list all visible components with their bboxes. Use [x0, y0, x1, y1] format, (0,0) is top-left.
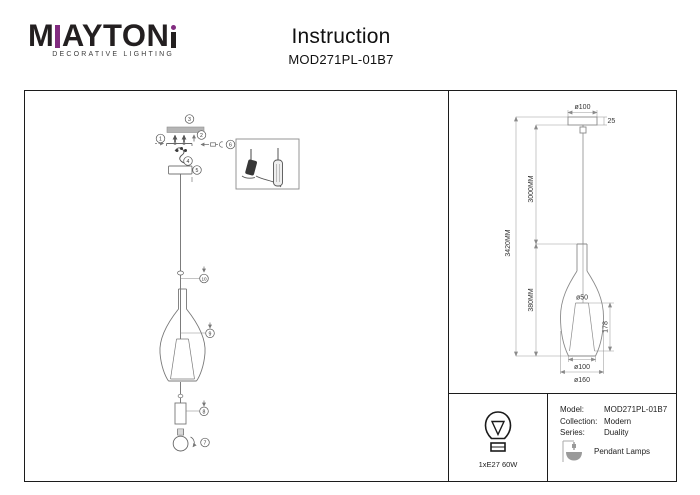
callout-3: 3	[184, 114, 195, 124]
bulb-spec: 1xE27 60W	[478, 459, 518, 469]
mounting-screws	[172, 134, 187, 142]
svg-text:3: 3	[188, 117, 191, 123]
fixture-outline	[560, 116, 604, 357]
svg-text:8: 8	[203, 409, 206, 415]
callout-4: 4	[183, 156, 193, 166]
callout-6: 6	[225, 139, 236, 150]
pendant-lamp-icon	[562, 440, 582, 462]
callout-8: 8	[199, 406, 209, 416]
inset-detail-box	[235, 138, 300, 190]
dim-canopy-diameter: ø100	[575, 104, 591, 111]
dimension-labels: ø100 25 3420MM 3000MM 380MM ø50 178 ø100…	[505, 104, 615, 384]
callout-9: 9	[205, 328, 215, 338]
cable-lock-screw	[200, 141, 223, 148]
dimension-panel: ø100 25 3420MM 3000MM 380MM ø50 178 ø100…	[448, 90, 677, 482]
screwdriver-icon	[273, 148, 283, 187]
dim-cord-length: 3000MM	[528, 175, 535, 202]
svg-text:10: 10	[201, 276, 207, 281]
svg-text:6: 6	[229, 143, 232, 149]
ceiling-plate	[166, 126, 205, 133]
svg-text:4: 4	[187, 159, 190, 165]
glass-shade	[159, 288, 206, 382]
logo-i-stem	[171, 32, 177, 48]
logo-i-dot	[171, 25, 177, 30]
dimension-drawing: ø100 25 3420MM 3000MM 380MM ø50 178 ø100…	[505, 104, 615, 384]
cord-stop	[177, 393, 184, 399]
callout-2: 2	[196, 130, 207, 140]
bulb-icon	[484, 410, 512, 452]
dim-shade-height: 380MM	[528, 288, 535, 312]
assembly-panel: 1 2 3 4 5 6 7 8 9 10	[24, 90, 449, 482]
series-label: Series:	[560, 428, 585, 437]
socket	[174, 400, 206, 425]
svg-text:9: 9	[209, 331, 212, 337]
callout-10: 10	[199, 273, 209, 284]
page-title: Instruction	[291, 25, 391, 48]
model-number: MOD271PL-01B7	[288, 52, 394, 67]
series-value: Duality	[604, 428, 629, 437]
callout-7: 7	[200, 437, 210, 448]
cord-adjuster	[177, 266, 206, 279]
dim-inner-height: 178	[603, 321, 610, 333]
collection-value: Modern	[604, 416, 632, 426]
callout-1: 1	[155, 133, 166, 144]
model-value: MOD271PL-01B7	[604, 405, 668, 414]
bulb-cell: 1xE27 60W	[449, 394, 548, 481]
svg-text:2: 2	[200, 133, 203, 139]
svg-text:7: 7	[204, 441, 207, 447]
dim-max-diameter: ø160	[574, 377, 590, 384]
mounting-bracket	[166, 142, 193, 146]
info-cell: Model: MOD271PL-01B7 Collection: Modern …	[548, 394, 676, 481]
rotate-arrow	[190, 436, 197, 448]
shade-leader	[180, 322, 212, 334]
logo-purple-bar	[55, 25, 61, 48]
logo-letters-ayton: AYTON	[61, 17, 170, 54]
spec-area: 1xE27 60W Model: MOD271PL-01B7 Collectio…	[449, 393, 676, 481]
dim-canopy-height: 25	[608, 118, 616, 125]
series-row: Series: Duality	[560, 427, 676, 439]
dim-total-height: 3420MM	[505, 229, 512, 256]
svg-text:5: 5	[196, 168, 199, 174]
type-row: Pendant Lamps	[560, 440, 676, 464]
maytoni-logo: M AYTON DECORATIVE LIGHTING	[28, 17, 178, 58]
collection-label: Collection:	[560, 416, 598, 426]
svg-text:1: 1	[159, 137, 162, 143]
dim-bottom-diameter: ø100	[574, 364, 590, 371]
logo-tagline: DECORATIVE LIGHTING	[52, 51, 174, 58]
model-label: Model:	[560, 405, 585, 414]
logo-wordmark: M AYTON	[28, 17, 178, 54]
type-value: Pendant Lamps	[594, 447, 651, 456]
bulb	[172, 428, 197, 452]
logo-letter-i	[171, 25, 177, 48]
collection-row: Collection: Modern	[560, 416, 676, 428]
dim-inner-top-diameter: ø50	[576, 295, 588, 302]
title-block: Instruction MOD271PL-01B7	[251, 25, 431, 67]
logo-letter-m: M	[28, 17, 55, 54]
callout-5: 5	[192, 165, 202, 175]
assembly-diagram: 1 2 3 4 5 6 7 8 9 10	[155, 114, 300, 452]
callouts: 1 2 3 4 5 6 7 8 9 10	[155, 114, 236, 448]
model-row: Model: MOD271PL-01B7	[560, 404, 676, 416]
